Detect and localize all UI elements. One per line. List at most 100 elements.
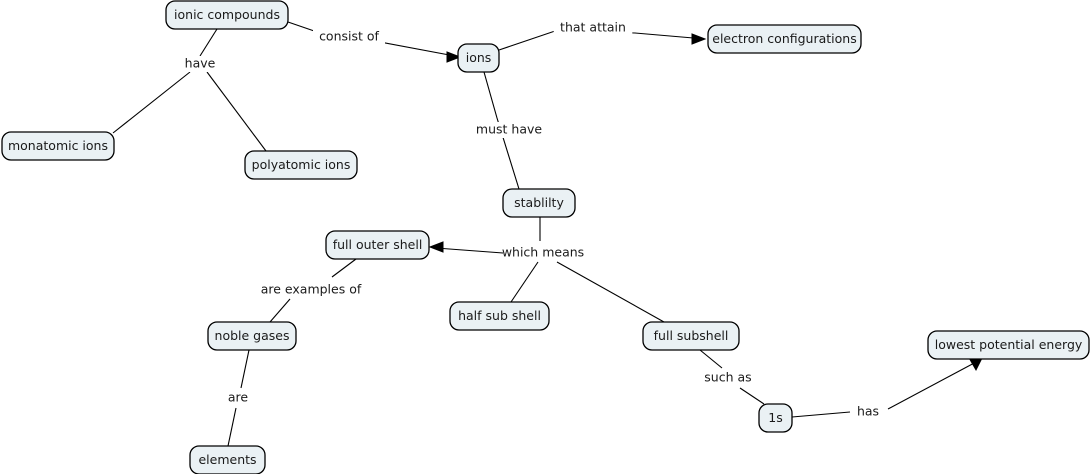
edge-e-are-elements [227,407,237,447]
edge-arrowhead [428,241,444,253]
node-label: ions [466,50,492,65]
node-label: monatomic ions [8,138,108,153]
edge-label-backdrop [225,390,251,406]
edge-e-ions-musthave [483,71,520,190]
edge-label-e-fullsub-suchas: such as [701,370,755,386]
node-box[interactable] [1,131,115,161]
node-label: ionic compounds [174,7,280,22]
node-lowest-potential-energy[interactable]: lowest potential energy [927,330,1090,360]
node-box[interactable] [707,24,862,54]
edge-e-have-monatomic [112,71,191,134]
edge-label-backdrop [553,20,633,36]
edge-line [510,261,539,303]
edge-line [206,71,267,152]
edge-label-backdrop [855,404,881,420]
edge-e-ionic-have [199,28,218,57]
node-full-subshell[interactable]: full subshell [642,321,740,351]
edge-label-text: has [857,404,879,419]
node-box[interactable] [325,230,430,260]
edge-e-has-lowestpotential [887,355,983,410]
node-box[interactable] [165,0,289,30]
node-box[interactable] [449,301,550,331]
edge-e-examples-noblegases [269,298,291,323]
node-electron-configurations[interactable]: electron configurations [707,24,862,54]
edge-e-fullsub-suchas [699,349,723,369]
node-label: elements [198,452,256,467]
edge-label-backdrop [476,122,542,138]
edge-label-e-ionic-have: have [183,56,217,72]
edge-label-backdrop [183,56,217,72]
edge-e-1s-has [791,411,851,418]
edge-label-text: are [228,390,249,405]
node-box[interactable] [642,321,740,351]
node-elements[interactable]: elements [189,445,266,474]
edge-label-text: have [185,56,216,71]
edge-label-e-ionic-consist-ions: consist of [313,29,385,45]
node-label: lowest potential energy [935,337,1083,352]
edge-line [199,28,218,57]
node-box[interactable] [189,445,266,474]
node-1s[interactable]: 1s [758,403,793,433]
edge-label-backdrop [258,282,364,298]
edge-label-e-ions-musthave: must have [476,122,542,138]
edge-e-suchas-1s [739,387,765,405]
edge-line [112,71,191,134]
node-label: 1s [768,410,782,425]
node-noble-gases[interactable]: noble gases [207,321,297,351]
node-box[interactable] [927,330,1090,360]
node-label: polyatomic ions [252,157,351,172]
node-box[interactable] [758,403,793,433]
edge-label-text: are examples of [261,282,362,297]
node-box[interactable] [207,321,297,351]
edge-e-noblegases-are [240,349,250,389]
edge-label-text: that attain [560,20,626,35]
edge-label-text: which means [502,245,584,260]
node-ions[interactable]: ions [457,43,500,73]
edge-e-have-polyatomic [206,71,267,152]
node-ionic-compounds[interactable]: ionic compounds [165,0,289,30]
node-box[interactable] [244,150,358,180]
node-label: full subshell [654,328,729,343]
edge-label-text: such as [704,370,751,385]
node-label: full outer shell [333,237,423,252]
node-stablilty[interactable]: stablilty [502,188,576,218]
node-polyatomic-ions[interactable]: polyatomic ions [244,150,358,180]
edge-line [739,387,765,405]
edge-arrowhead [446,51,462,63]
edge-line [240,349,250,389]
edge-label-e-1s-has: has [855,404,881,420]
edge-line [791,411,851,418]
edge-label-e-ions-attain-electron: that attain [553,20,633,36]
edge-label-backdrop [313,29,385,45]
edge-line [483,71,520,190]
node-full-outer-shell[interactable]: full outer shell [325,230,430,260]
edge-e-whichmeans-halfsub [510,261,539,303]
edges-layer [112,21,983,447]
edge-label-text: must have [476,122,542,137]
edge-label-backdrop [503,245,583,261]
edge-arrowhead [691,33,707,45]
edge-e-fullouter-examples [331,258,357,278]
edge-e-whichmeans-fullsub [556,261,665,323]
edge-line [227,407,237,447]
node-label: half sub shell [458,308,541,323]
edge-line [269,298,291,323]
edge-line [556,261,665,323]
edge-label-text: consist of [319,29,379,44]
edge-e-whichmeans-fullouter [428,241,504,254]
edge-line [699,349,723,369]
edge-line [435,247,504,254]
edge-line [331,258,357,278]
node-label: electron configurations [712,31,856,46]
node-box[interactable] [457,43,500,73]
edge-label-e-noblegases-are: are [225,390,251,406]
edge-labels-layer: consist of have that attain must have which … [183,20,881,420]
node-monatomic-ions[interactable]: monatomic ions [1,131,115,161]
node-box[interactable] [502,188,576,218]
node-label: noble gases [215,328,290,343]
edge-label-e-stablilty-whichmeans: which means [502,245,584,261]
node-half-sub-shell[interactable]: half sub shell [449,301,550,331]
